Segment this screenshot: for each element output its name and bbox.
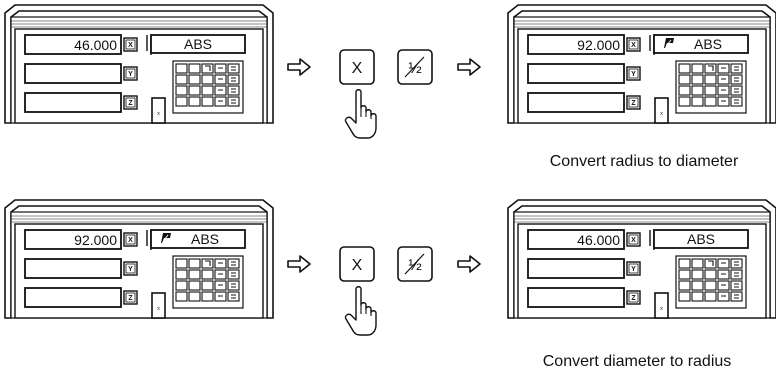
small-x-key-label[interactable]: x bbox=[660, 111, 663, 117]
dro-panel-before: 92.000 X Y Z ABS x bbox=[4, 199, 274, 319]
mode-readout: ABS bbox=[184, 36, 212, 52]
row-2: 92.000 X Y Z ABS x X ½ bbox=[4, 199, 776, 370]
x-readout: 46.000 bbox=[577, 232, 620, 248]
right-hollow-arrow-icon bbox=[287, 58, 311, 76]
y-axis-key-label[interactable]: Y bbox=[128, 266, 133, 273]
small-x-key-label[interactable]: x bbox=[157, 111, 160, 117]
caption: Convert diameter to radius bbox=[543, 353, 732, 370]
right-hollow-arrow-icon bbox=[287, 255, 311, 273]
mode-readout: ABS bbox=[191, 231, 219, 247]
mode-readout: ABS bbox=[687, 231, 715, 247]
half-key-button[interactable]: ½ bbox=[397, 49, 433, 85]
x-key-label: X bbox=[352, 60, 363, 77]
z-axis-key-label[interactable]: Z bbox=[631, 100, 636, 107]
right-hollow-arrow-icon bbox=[457, 58, 481, 76]
half-key-button[interactable]: ½ bbox=[397, 246, 433, 282]
small-x-key-label[interactable]: x bbox=[660, 306, 663, 312]
dro-panel-after: 92.000 X Y Z ABS x bbox=[507, 4, 776, 124]
x-key-label: X bbox=[352, 257, 363, 274]
x-axis-key-label[interactable]: X bbox=[631, 237, 636, 244]
mode-readout: ABS bbox=[694, 36, 722, 52]
x-key-button[interactable]: X bbox=[339, 246, 375, 282]
pointing-hand-icon bbox=[344, 286, 377, 336]
small-x-key-label[interactable]: x bbox=[157, 306, 160, 312]
half-key-label: ½ bbox=[408, 60, 421, 77]
x-readout: 92.000 bbox=[577, 37, 620, 53]
x-key-button[interactable]: X bbox=[339, 49, 375, 85]
dro-panel-after: 46.000 X Y Z ABS x bbox=[507, 199, 776, 319]
caption: Convert radius to diameter bbox=[550, 153, 739, 170]
z-axis-key-label[interactable]: Z bbox=[631, 295, 636, 302]
z-axis-key-label[interactable]: Z bbox=[128, 100, 133, 107]
y-axis-key-label[interactable]: Y bbox=[631, 71, 636, 78]
row-1: 46.000 X Y Z ABS x X ½ 92.000 X bbox=[4, 4, 776, 170]
pointing-hand-icon bbox=[344, 89, 377, 139]
half-key-label: ½ bbox=[408, 257, 421, 274]
y-axis-key-label[interactable]: Y bbox=[631, 266, 636, 273]
x-axis-key-label[interactable]: X bbox=[631, 42, 636, 49]
x-axis-key-label[interactable]: X bbox=[128, 42, 133, 49]
dro-panel-before: 46.000 X Y Z ABS x bbox=[4, 4, 274, 124]
z-axis-key-label[interactable]: Z bbox=[128, 295, 133, 302]
y-axis-key-label[interactable]: Y bbox=[128, 71, 133, 78]
right-hollow-arrow-icon bbox=[457, 255, 481, 273]
x-readout: 46.000 bbox=[74, 37, 117, 53]
x-readout: 92.000 bbox=[74, 232, 117, 248]
x-axis-key-label[interactable]: X bbox=[128, 237, 133, 244]
